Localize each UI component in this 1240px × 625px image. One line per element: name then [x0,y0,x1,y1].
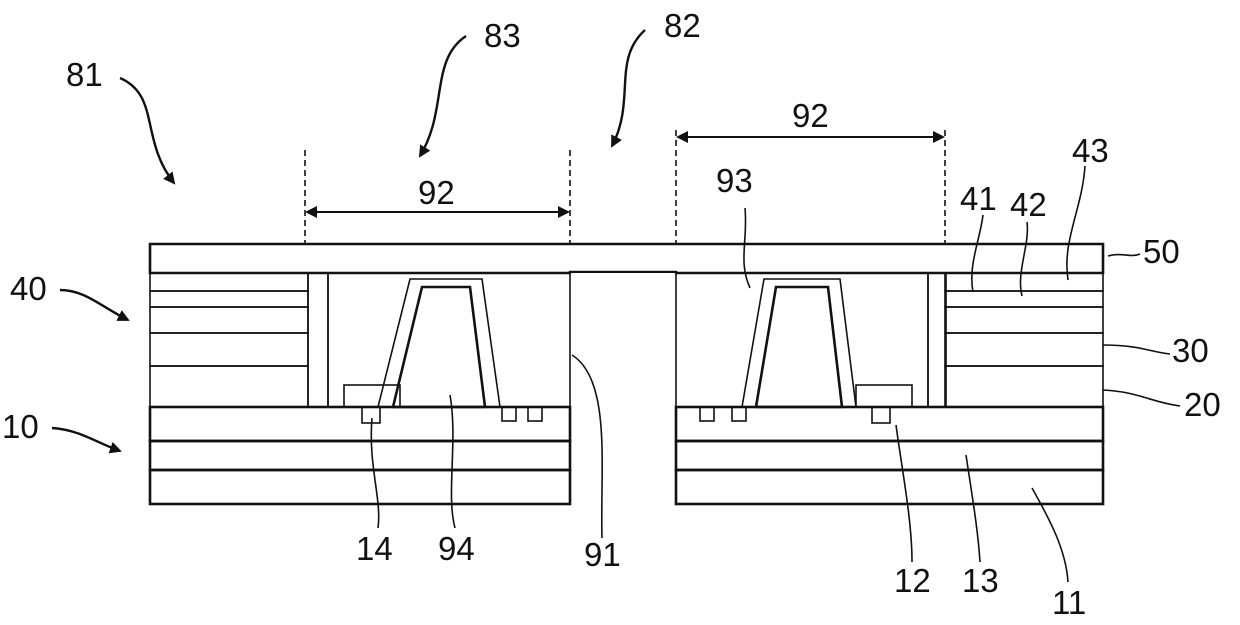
layer-42-right [945,291,1103,307]
layer-50-cover [150,244,1103,273]
dimension-lines [305,130,945,244]
leader-93 [744,208,750,288]
labels: 81 83 82 92 92 93 41 42 43 50 40 30 20 1… [2,7,1221,621]
layer-30-left [150,333,308,366]
trapezoid-94-left [393,287,485,407]
label-94: 94 [438,530,475,567]
label-41: 41 [960,180,997,217]
contact-right-3 [872,407,890,423]
label-92-left: 92 [418,174,455,211]
contact-right-1 [700,407,714,421]
contact-left-3 [528,407,542,421]
label-92-right: 92 [792,97,829,134]
layer-12-left [150,407,570,441]
layer-42-left [150,291,308,307]
layer-30-right [945,333,1103,366]
label-14: 14 [356,530,393,567]
layer-20-left [150,366,308,407]
gap-fill [571,273,675,275]
fill-93-right [676,273,928,407]
label-40: 40 [10,270,47,307]
label-82: 82 [664,7,701,44]
layer-41-left [150,307,308,333]
label-81: 81 [66,56,103,93]
label-93: 93 [716,162,753,199]
leader-43 [1067,166,1085,280]
layer-41-right [945,307,1103,333]
leader-lines [52,30,1180,582]
contact-right-2 [732,407,746,421]
base-bar-left [344,385,400,407]
label-91: 91 [584,536,621,573]
leader-50 [1108,254,1140,256]
layer-13-left [150,441,570,470]
right-stack [928,273,1103,407]
layer-20-right [945,366,1103,407]
label-13: 13 [962,562,999,599]
label-50: 50 [1143,233,1180,270]
label-43: 43 [1072,132,1109,169]
right-cell [676,273,928,423]
leader-11 [1032,488,1068,582]
wall-left-outer [308,273,328,407]
arrow-81 [120,78,174,183]
label-12: 12 [894,562,931,599]
leader-20 [1103,390,1180,406]
arrow-82 [612,30,645,146]
base-bar-right [856,385,912,407]
layer-11-left [150,470,570,504]
trapezoid-94-right [756,287,842,407]
leader-30 [1103,345,1170,354]
wall-right-outer [928,273,946,407]
layer-13-right [676,441,1103,470]
label-10: 10 [2,408,39,445]
leader-14 [371,418,378,528]
leader-41 [972,215,983,292]
label-42: 42 [1010,186,1047,223]
fill-93-left [328,273,570,407]
left-cell [328,273,570,423]
label-11: 11 [1052,584,1086,621]
label-20: 20 [1184,386,1221,423]
label-83: 83 [484,17,521,54]
arrow-10 [52,428,120,451]
contact-left-2 [502,407,516,421]
leader-42 [1020,222,1027,296]
arrow-40 [60,290,128,320]
left-stack [150,273,328,407]
layer-43-left [150,273,308,291]
leader-12 [896,425,912,562]
arrow-83 [420,36,466,156]
leader-94 [450,395,455,528]
label-30: 30 [1172,332,1209,369]
leader-91 [572,355,602,538]
layer-43-right [945,273,1103,291]
